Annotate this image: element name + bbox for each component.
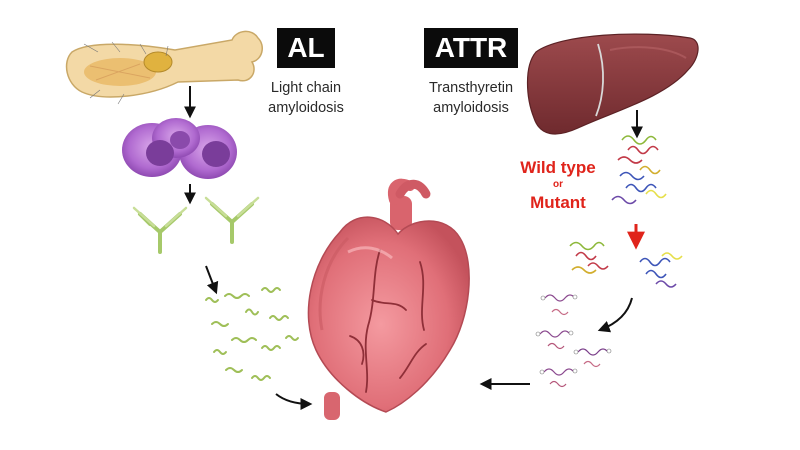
attr-badge: ATTR — [424, 28, 518, 68]
mutant-label: Mutant — [530, 193, 586, 212]
liver-icon — [526, 33, 699, 135]
ttr-variant-label: Wild type or Mutant — [498, 158, 618, 214]
arrow-fibril-to-heart — [275, 393, 313, 410]
heart-icon — [307, 178, 470, 420]
misfolded-monomer-icon — [535, 294, 612, 388]
arrow-dissociation-to-monomer — [597, 297, 633, 333]
al-badge: AL — [277, 28, 335, 68]
transthyretin-tetramer-icon — [569, 135, 683, 288]
al-caption-line2: amyloidosis — [268, 100, 344, 116]
arrow-antibody-to-fibril — [205, 265, 219, 295]
antibody-icon — [132, 196, 260, 254]
attr-caption: Transthyretin amyloidosis — [416, 78, 526, 118]
flow-arrows — [184, 86, 645, 410]
al-caption-line1: Light chain — [270, 80, 342, 96]
al-caption: Light chain amyloidosis — [256, 78, 356, 118]
wild-type-label: Wild type — [520, 158, 596, 177]
attr-caption-line2: amyloidosis — [433, 100, 509, 116]
plasma-cell-icon — [122, 118, 237, 179]
bone-marrow-icon — [65, 30, 263, 105]
attr-caption-line1: Transthyretin — [428, 80, 514, 96]
or-label: or — [553, 179, 563, 190]
light-chain-fibril-icon — [205, 287, 299, 381]
